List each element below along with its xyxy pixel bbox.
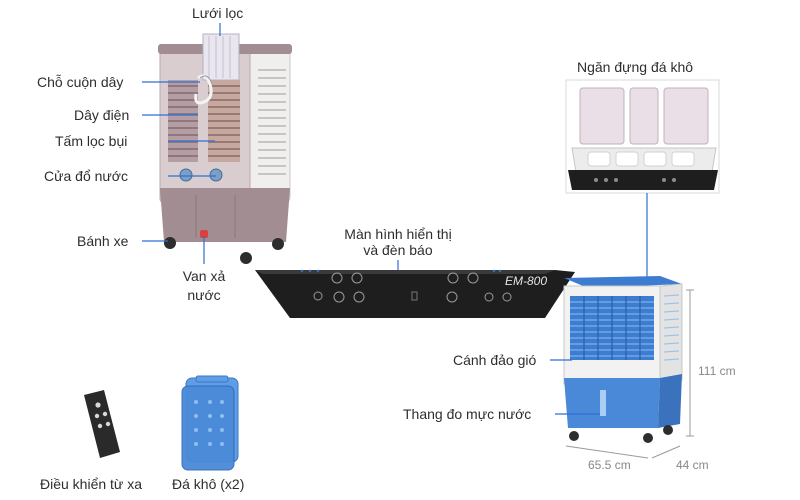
right-leader-lines	[550, 359, 600, 415]
label-water-inlet: Cửa đổ nước	[44, 168, 128, 184]
right-cooler-image	[563, 276, 683, 443]
left-cooler-image	[158, 33, 292, 264]
left-leader-lines	[142, 23, 221, 264]
dim-width: 65.5 cm	[588, 458, 631, 472]
label-louvers: Cánh đảo gió	[453, 352, 537, 368]
panel-model-text: EM-800	[505, 274, 548, 288]
label-display: Màn hình hiển thị và đèn báo	[320, 226, 476, 258]
dim-height: 111 cm	[698, 364, 736, 378]
remote-control-image	[84, 390, 120, 458]
label-drain-valve-line1: Van xả	[182, 268, 226, 284]
ice-tray-image	[565, 79, 720, 194]
label-drain-valve-line2: nước	[187, 287, 221, 303]
label-dust-filter: Tấm lọc bụi	[55, 133, 128, 149]
dim-depth: 44 cm	[676, 458, 709, 472]
label-water-gauge: Thang đo mực nước	[403, 406, 532, 422]
label-ice-packs: Đá khô (x2)	[172, 476, 245, 492]
label-cord-wrap: Chỗ cuộn dây	[37, 74, 124, 90]
label-wheels: Bánh xe	[77, 233, 129, 249]
dimension-lines	[565, 289, 694, 459]
ice-pack-image	[181, 375, 239, 471]
label-display-line1: Màn hình hiển thị	[344, 226, 452, 242]
label-remote: Điều khiển từ xa	[40, 476, 142, 492]
label-power-cord: Dây điện	[74, 107, 130, 123]
label-filter-grid: Lưới lọc	[192, 5, 244, 21]
label-drain-valve: Van xả nước	[176, 268, 232, 303]
label-ice-tray: Ngăn đựng đá khô	[577, 59, 694, 75]
label-display-line2: và đèn báo	[363, 242, 433, 258]
display-panel-image	[255, 269, 575, 318]
